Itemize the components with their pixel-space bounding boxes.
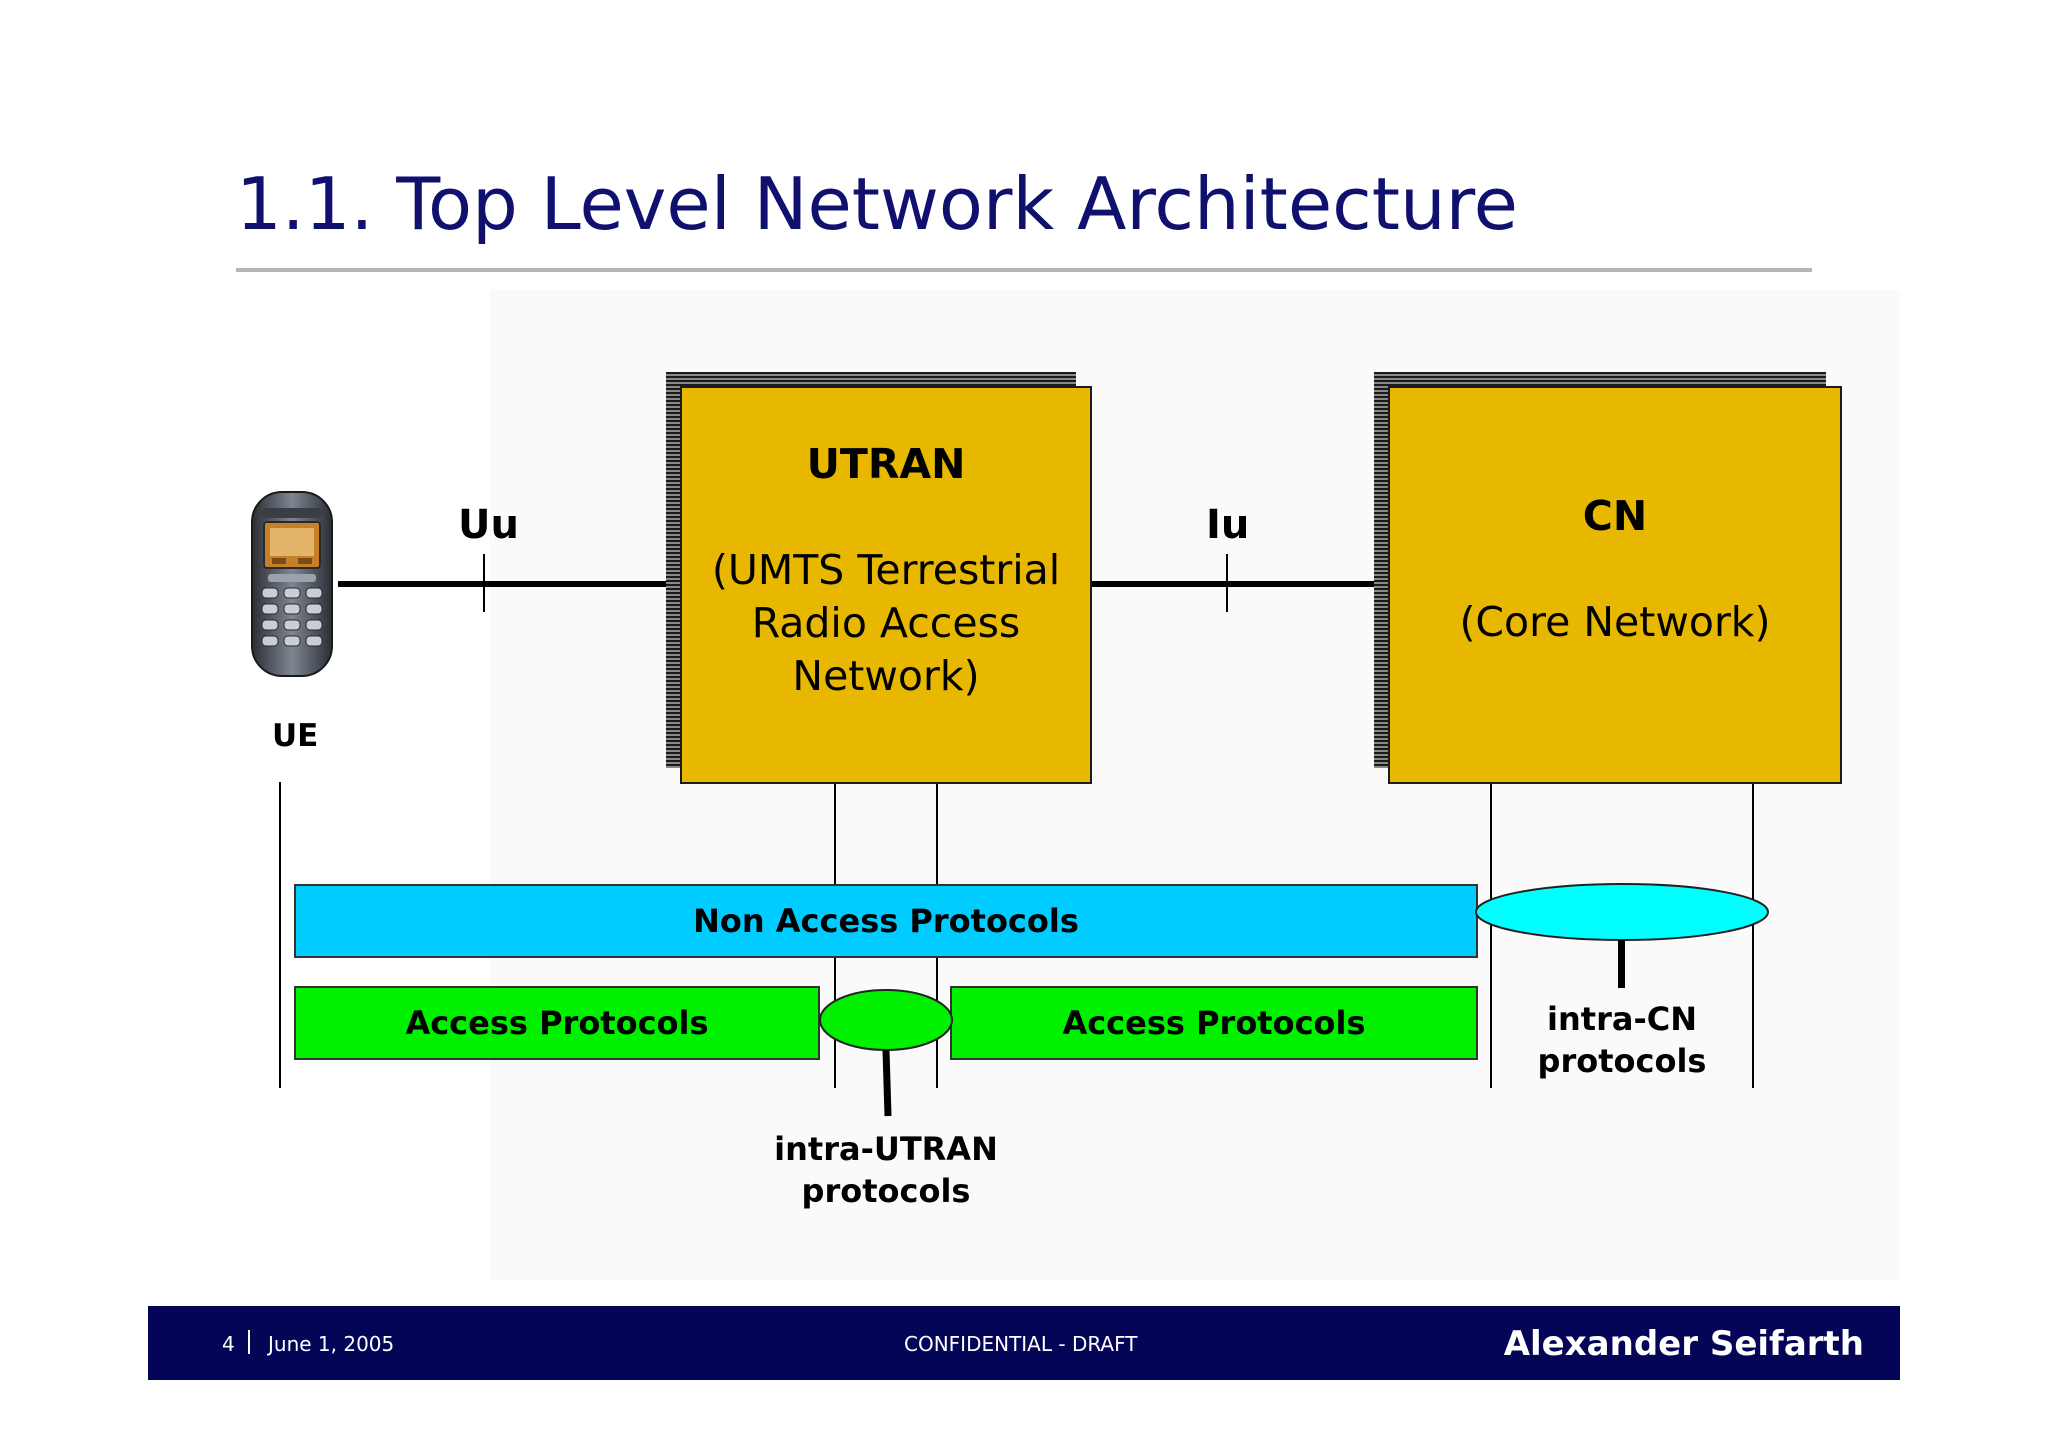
intra-cn-ellipse xyxy=(1475,883,1769,988)
utran-desc-line3: Network) xyxy=(792,652,980,700)
footer-separator xyxy=(248,1330,250,1354)
iu-link-line xyxy=(1092,581,1378,587)
page-number: 4 xyxy=(222,1332,235,1356)
utran-desc-line1: (UMTS Terrestrial xyxy=(711,546,1061,594)
intra-cn-label-line2: protocols xyxy=(1537,1042,1707,1080)
confidentiality-label: CONFIDENTIAL - DRAFT xyxy=(904,1332,1138,1356)
author-name: Alexander Seifarth xyxy=(1503,1324,1864,1364)
intra-utran-label: intra-UTRAN protocols xyxy=(746,1128,1026,1212)
non-access-protocols-label: Non Access Protocols xyxy=(693,902,1079,940)
uu-tick xyxy=(483,554,485,612)
intra-utran-ellipse xyxy=(819,989,953,1117)
intra-utran-label-line2: protocols xyxy=(801,1172,971,1210)
mobile-phone-icon xyxy=(251,491,333,677)
cn-title: CN xyxy=(1582,492,1648,540)
footer-bar: 4 June 1, 2005 CONFIDENTIAL - DRAFT Alex… xyxy=(148,1306,1900,1380)
iu-label: Iu xyxy=(1206,502,1250,548)
cn-desc-line1: (Core Network) xyxy=(1459,598,1771,646)
ue-boundary-line xyxy=(279,782,281,1088)
intra-cn-label-line1: intra-CN xyxy=(1547,1000,1697,1038)
access-protocols-right-label: Access Protocols xyxy=(1062,1004,1366,1042)
cn-boundary-line-right xyxy=(1752,784,1754,1088)
cn-box: CN (Core Network) xyxy=(1388,386,1842,784)
slide-title: 1.1. Top Level Network Architecture xyxy=(236,162,1518,246)
utran-title: UTRAN xyxy=(806,440,966,488)
ue-label: UE xyxy=(272,718,319,754)
uu-label: Uu xyxy=(458,502,519,548)
title-divider xyxy=(236,268,1812,272)
iu-tick xyxy=(1226,554,1228,612)
cn-boundary-line-left xyxy=(1490,784,1492,1088)
utran-box: UTRAN (UMTS Terrestrial Radio Access Net… xyxy=(680,386,1092,784)
access-protocols-bar-right: Access Protocols xyxy=(950,986,1478,1060)
access-protocols-bar-left: Access Protocols xyxy=(294,986,820,1060)
uu-link-line xyxy=(338,581,684,587)
non-access-protocols-bar: Non Access Protocols xyxy=(294,884,1478,958)
access-protocols-left-label: Access Protocols xyxy=(405,1004,709,1042)
footer-date: June 1, 2005 xyxy=(268,1332,395,1356)
intra-cn-label: intra-CN protocols xyxy=(1490,998,1754,1082)
intra-utran-label-line1: intra-UTRAN xyxy=(774,1130,998,1168)
utran-desc-line2: Radio Access xyxy=(751,599,1021,647)
